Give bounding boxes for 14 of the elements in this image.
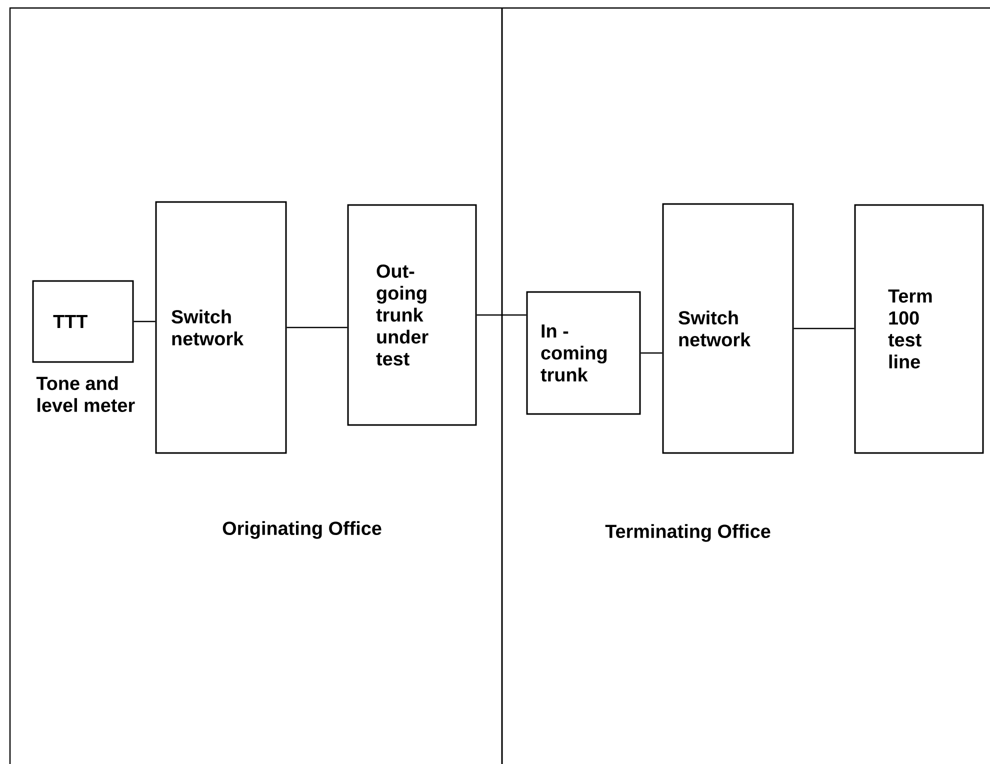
region-label: Terminating Office (605, 524, 770, 542)
block-box: Out- going trunk under test (347, 204, 477, 426)
connector-line (640, 352, 662, 354)
connector-line (794, 328, 854, 330)
block-box: Switch network (662, 203, 794, 454)
block-box: TTT (32, 280, 134, 363)
region-label: Originating Office (222, 521, 382, 539)
connector-line (476, 314, 526, 316)
caption-text: Tone and level meter (36, 376, 135, 412)
block-box: Switch network (155, 201, 287, 454)
block-box: In - coming trunk (526, 291, 641, 415)
connector-line (286, 326, 348, 328)
connector-line (134, 320, 156, 322)
block-box: Term 100 test line (854, 204, 984, 454)
